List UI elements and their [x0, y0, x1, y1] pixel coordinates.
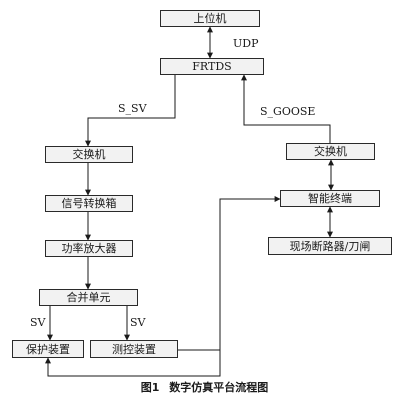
node-merging-unit: 合并单元 [39, 289, 138, 306]
figure-caption: 图1 数字仿真平台流程图 [0, 382, 409, 393]
edge-frtds-switch-left [85, 74, 176, 147]
node-power-amplifier: 功率放大器 [45, 240, 133, 257]
edge-terminal-protection [45, 196, 281, 377]
node-signal-converter: 信号转换箱 [45, 195, 133, 212]
node-measurement-control-device: 测控装置 [90, 340, 178, 358]
node-smart-terminal: 智能终端 [280, 190, 380, 207]
node-switch-left: 交换机 [45, 146, 133, 163]
node-protection-device: 保护装置 [12, 340, 84, 358]
figure-title: 数字仿真平台流程图 [169, 381, 269, 394]
edge-label-udp: UDP [233, 37, 259, 50]
edge-label-s-sv: S_SV [118, 102, 147, 115]
figure-number: 图1 [140, 381, 160, 394]
node-switch-right: 交换机 [286, 143, 375, 160]
node-field-breaker: 现场断路器/刀闸 [268, 237, 392, 255]
node-frtds: FRTDS [160, 58, 264, 75]
edge-label-sv-left: SV [30, 316, 46, 329]
edge-label-sv-right: SV [130, 316, 146, 329]
node-host-computer: 上位机 [160, 10, 260, 27]
edge-switch-right-frtds [241, 74, 331, 143]
edge-label-s-goose: S_GOOSE [260, 105, 316, 118]
